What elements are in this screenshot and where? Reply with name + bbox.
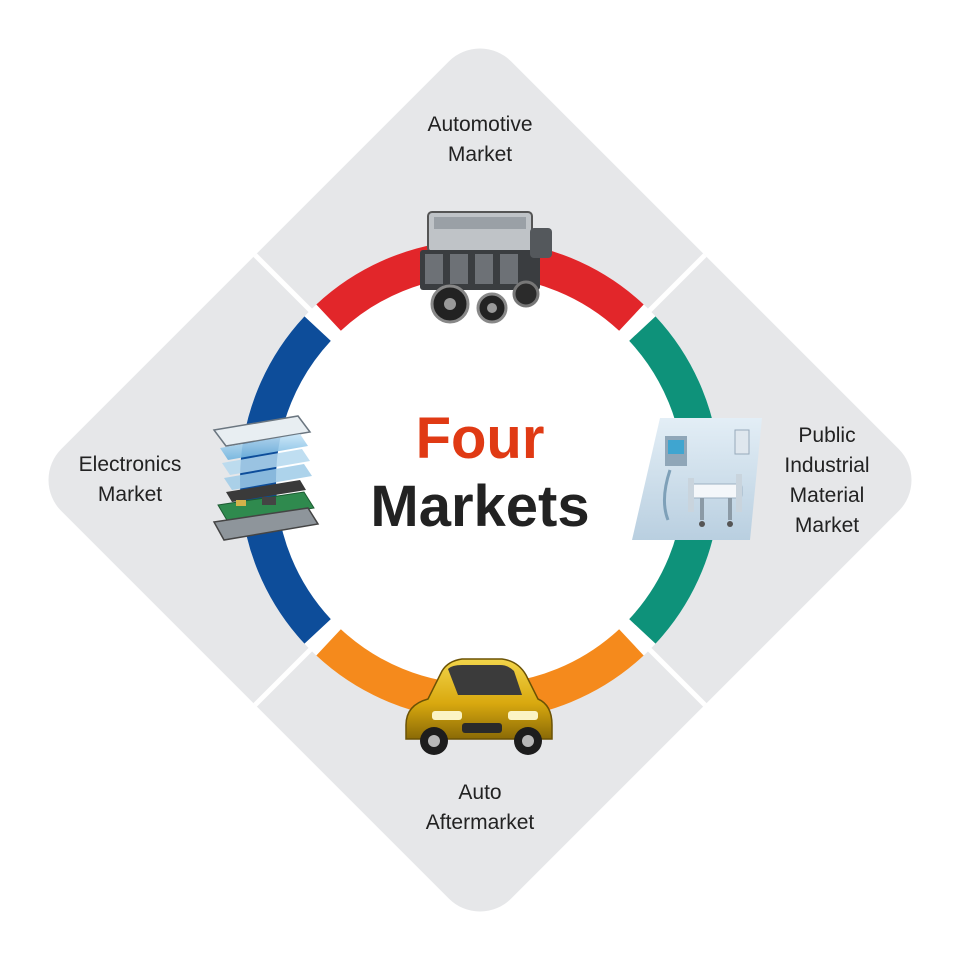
center-disc: [240, 240, 720, 720]
title-line-four: Four: [415, 406, 545, 471]
smartphone-layers-icon: [212, 415, 320, 541]
market-label-automotive: Automotive Market: [427, 113, 533, 166]
engine-icon: [420, 211, 552, 324]
title-line-markets: Markets: [370, 474, 590, 539]
market-label-electronics: Electronics Market: [78, 453, 182, 506]
center-title: Four Markets: [330, 405, 630, 541]
hospital-bed-icon: [632, 418, 762, 540]
car-icon: [405, 658, 553, 755]
market-label-public-industrial-material: Public Industrial Material Market: [784, 424, 870, 537]
market-label-auto-aftermarket: Auto Aftermarket: [425, 781, 535, 834]
